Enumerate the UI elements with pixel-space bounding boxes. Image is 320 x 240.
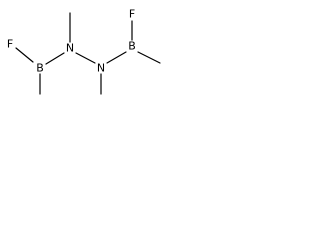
atom-f-left: F	[7, 38, 13, 51]
atom-f-right: F	[129, 8, 135, 21]
bond-n-right-b-right	[106, 51, 127, 64]
atom-n-right: N	[97, 62, 105, 75]
bond-b-left-n-left	[45, 52, 65, 65]
bonds	[15, 12, 161, 95]
atom-b-right: B	[128, 40, 136, 53]
structure-diagram: F B N N B F	[0, 0, 183, 110]
bond-b-right-methyl	[137, 51, 161, 64]
bond-f-left-b-left	[15, 47, 34, 63]
bond-n-left-n-right	[75, 52, 96, 64]
atom-labels: F B N N B F	[7, 8, 136, 75]
atom-n-left: N	[66, 42, 74, 55]
atom-b-left: B	[36, 62, 44, 75]
molecule-svg: F B N N B F	[7, 8, 161, 95]
